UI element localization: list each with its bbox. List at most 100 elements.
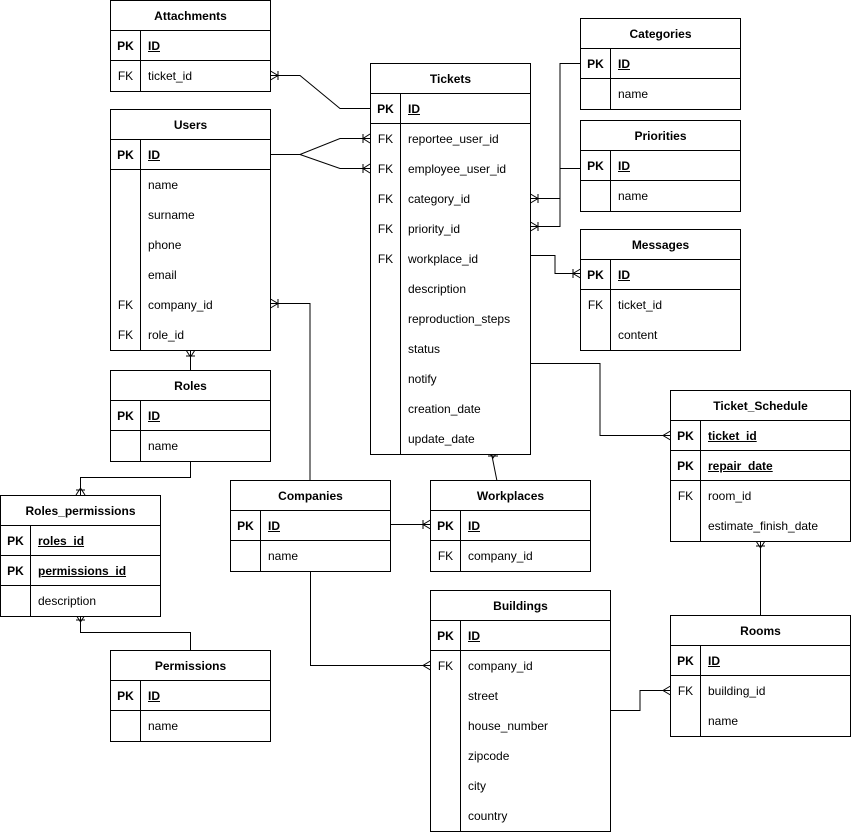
key-type [431,681,461,711]
key-type [671,706,701,736]
field-name: ID [468,519,480,533]
key-type [231,541,261,571]
field-name: reproduction_steps [408,312,511,326]
key-type: FK [371,214,401,244]
key-type: FK [671,676,701,706]
rel-users-tickets-reportee [270,138,370,155]
field-name: reportee_user_id [408,132,499,146]
rel-tickets-schedule [530,363,671,436]
key-type [111,230,141,260]
field-name: name [148,439,179,453]
field-name: ID [148,689,160,703]
key-type [371,334,401,364]
key-type: PK [1,556,31,585]
field-row: street [431,681,610,711]
field-row: reproduction_steps [371,304,530,334]
key-type [111,711,141,741]
field-name: room_id [708,489,752,503]
key-type: PK [371,94,401,123]
field-name: ID [148,39,160,53]
field-name: ID [618,57,630,71]
field-name: country [468,809,508,823]
field-name: creation_date [408,402,481,416]
field-name: house_number [468,719,549,733]
rel-priorities-tickets [530,168,581,227]
key-type: PK [581,151,611,180]
field-row: phone [111,230,270,260]
rel-categories-tickets [530,63,581,199]
field-name: roles_id [38,534,85,548]
field-row: PK ID [111,140,270,170]
rel-workplaces-tickets [490,450,498,482]
field-row: house_number [431,711,610,741]
field-name: description [38,594,97,608]
key-type [1,586,31,616]
rel-companies-buildings [310,571,431,666]
field-row: email [111,260,270,290]
key-type [371,394,401,424]
key-type: FK [371,184,401,214]
key-type [111,170,141,200]
entity-title: Users [111,110,270,140]
key-type [371,304,401,334]
crow-foot-reportee [362,133,371,144]
key-type: PK [1,526,31,555]
key-type [581,181,611,211]
field-row: description [371,274,530,304]
field-name: name [618,87,649,101]
key-type [431,711,461,741]
key-type: FK [111,320,141,350]
field-row: surname [111,200,270,230]
field-name: name [268,549,299,563]
field-row: name [671,706,850,736]
entity-title: Categories [581,19,740,49]
field-row: PK ID [111,681,270,711]
field-name: company_id [148,298,213,312]
crow-foot-category [530,193,539,204]
field-name: ID [618,159,630,173]
field-name: update_date [408,432,475,446]
field-name: ticket_id [148,69,193,83]
field-name: ID [468,629,480,643]
key-type: FK [581,290,611,320]
key-type: PK [111,681,141,710]
field-name: ID [708,654,720,668]
field-name: ID [148,409,160,423]
field-name: street [468,689,499,703]
key-type [581,79,611,109]
entity-title: Roles_permissions [1,496,160,526]
field-name: name [148,178,179,192]
key-type: PK [231,511,261,540]
field-name: city [468,779,486,793]
crow-foot-rolespermissions-roles [75,487,86,496]
crow-foot-attachments [270,70,279,81]
rel-companies-users [270,303,311,481]
key-type: PK [111,140,141,169]
field-name: ID [148,148,160,162]
key-type [431,801,461,831]
